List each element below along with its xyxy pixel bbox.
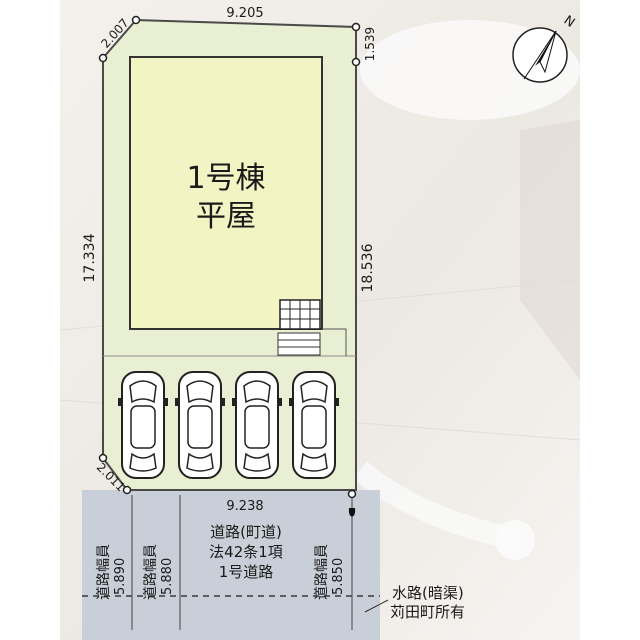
road-class: 1号道路 — [219, 563, 274, 581]
car-icon — [232, 371, 282, 479]
boundary-marker — [122, 485, 132, 495]
boundary-marker — [98, 453, 108, 463]
road-marker-icon — [348, 508, 356, 517]
road-law: 法42条1項 — [209, 543, 283, 561]
dim-right: 18.536 — [360, 243, 376, 292]
road-width-value: 5.880 — [160, 558, 175, 595]
boundary-marker — [351, 22, 361, 32]
boundary-marker — [131, 15, 141, 25]
dim-top-right: 1.539 — [363, 27, 377, 61]
road-width-1: 道路幅員 5.890 — [96, 544, 128, 600]
boundary-marker — [347, 489, 357, 499]
road-width-label: 道路幅員 — [143, 544, 159, 600]
road-width-value: 5.890 — [113, 558, 128, 595]
road-width-label: 道路幅員 — [314, 544, 330, 600]
parking-area — [118, 371, 339, 479]
building-type: 平屋 — [196, 199, 256, 234]
road-width-3: 道路幅員 5.850 — [314, 544, 346, 600]
entrance-steps-icon — [277, 332, 321, 356]
road-width-label: 道路幅員 — [96, 544, 112, 600]
boundary-marker — [351, 57, 361, 67]
waterway-name: 水路(暗渠) — [392, 584, 464, 602]
dim-bottom: 9.238 — [226, 499, 263, 514]
north-arrow-icon: N — [512, 13, 577, 83]
porch-outline — [322, 328, 347, 356]
boundary-marker — [98, 53, 108, 63]
boundary-markers — [98, 15, 361, 499]
building-footprint — [129, 56, 323, 330]
road-width-value: 5.850 — [331, 558, 346, 595]
car-icon — [118, 371, 168, 479]
background-curtain — [520, 120, 580, 380]
dim-left: 17.334 — [82, 233, 98, 282]
building-name: 1号棟 — [186, 161, 265, 196]
road-width-2: 道路幅員 5.880 — [143, 544, 175, 600]
waterway-owner: 苅田町所有 — [390, 603, 465, 621]
car-icon — [175, 371, 225, 479]
window-grid-icon — [279, 299, 321, 330]
waterway-leader — [364, 599, 389, 613]
background-table-foot — [495, 520, 535, 560]
road-name: 道路(町道) — [210, 523, 282, 541]
car-icon — [289, 371, 339, 479]
dim-top: 9.205 — [226, 6, 263, 21]
